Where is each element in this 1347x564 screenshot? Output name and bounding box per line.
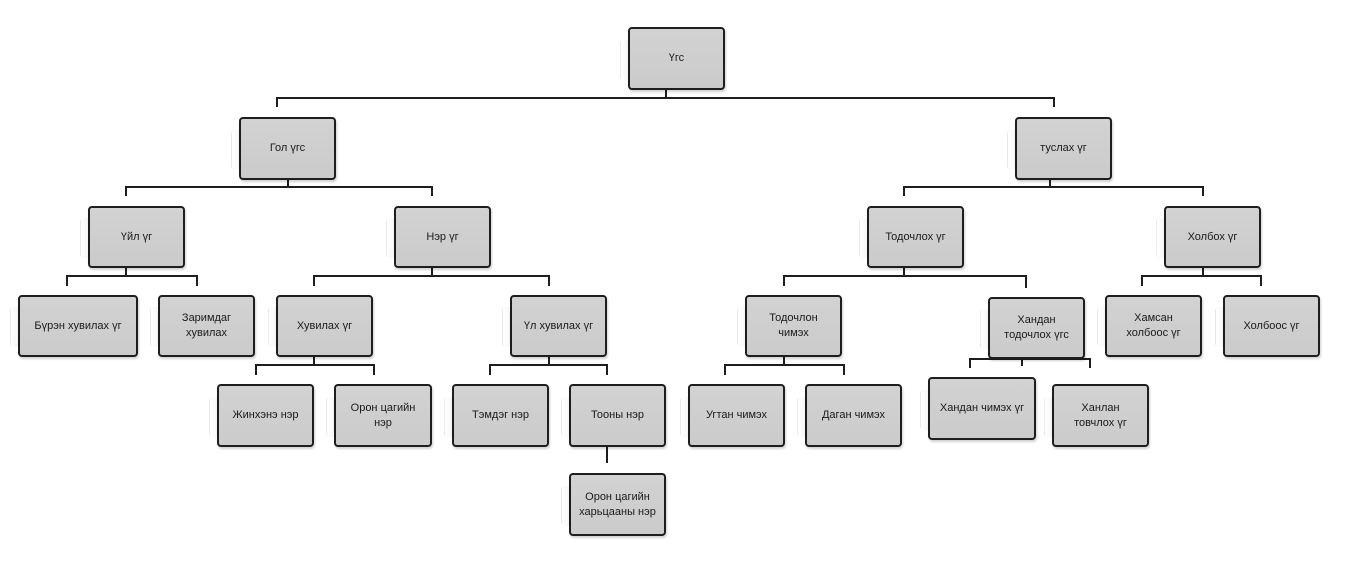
connector-auxiliary-words — [903, 179, 1204, 196]
node-numeral: Тооны нэр — [561, 384, 666, 447]
node-verb-label: Үйл үг — [120, 230, 153, 243]
node-full-inflection-label: Бүрэн хувилах үг — [34, 319, 122, 332]
node-conjunction: Холбоос үг — [1215, 295, 1320, 357]
node-partial-inflection: Зарим­даг хувилах — [150, 295, 255, 357]
node-modifier-suffix: Тодочлон чимэх — [737, 295, 842, 357]
node-proper-noun: Жинхэнэ нэр — [209, 384, 314, 447]
node-adjunct-clarifier-label: Ханлан товчлох үг — [1074, 401, 1127, 429]
node-inflecting-label: Хувилах үг — [296, 319, 353, 332]
node-auxiliary-words-label: туслах үг — [1040, 142, 1087, 154]
node-main-words: Гол үгс — [231, 117, 336, 180]
node-compound-conjunction-label: Хамсан холбоос үг — [1126, 312, 1181, 339]
node-adjective-noun: Тэмдэг нэр — [444, 384, 549, 447]
node-adjunct-clarifier: Ханлан товчлох үг — [1044, 384, 1149, 447]
node-pronoun: Орон цагийн нэр — [326, 384, 432, 447]
node-relative-pronoun: Орон цагийн харьцааны нэр — [561, 473, 666, 536]
node-compound-conjunction: Хамсан холбоос үг — [1097, 295, 1202, 357]
node-relative-pronoun-label: Орон цагийн харьцааны нэр — [579, 490, 656, 518]
connector-modifier-word — [783, 267, 1027, 288]
node-inflecting: Хувилах үг — [268, 295, 373, 357]
node-conjunction-label: Холбоос үг — [1243, 319, 1300, 332]
node-conjunction-word-label: Холбох үг — [1187, 230, 1238, 243]
connector-non-inflecting — [489, 356, 608, 375]
node-modifier-suffix-label: Тодочлон чимэх — [769, 312, 818, 339]
node-root-label: Үгс — [668, 52, 685, 64]
node-noun: Нэр үг — [386, 206, 491, 268]
connector-inflecting — [255, 356, 375, 375]
node-adjunct-particle-label: Хандан чимэх үг — [939, 402, 1025, 414]
node-proper-noun-label: Жинхэнэ нэр — [232, 409, 299, 421]
node-main-words-label: Гол үгс — [269, 142, 306, 154]
node-adjunct-modifier: Хандан тодочлох үгс — [980, 297, 1085, 359]
node-root: Үгс — [620, 27, 725, 90]
node-following-suffix: Даган чимэх — [797, 384, 902, 447]
connector-conjunction-word — [1141, 267, 1262, 286]
node-root-suffix-label: Угтан чимэх — [705, 409, 768, 421]
node-modifier-word-label: Тодочлох үг — [885, 230, 946, 243]
node-pronoun-label: Орон цагийн нэр — [350, 401, 416, 429]
connector-main-words — [125, 179, 433, 196]
connector-root — [276, 89, 1055, 107]
node-noun-label: Нэр үг — [426, 230, 459, 243]
node-numeral-label: Тооны нэр — [591, 409, 644, 421]
node-adjunct-modifier-label: Хандан тодочлох үгс — [1004, 314, 1069, 341]
node-non-inflecting-label: Үл хувилах үг — [523, 319, 594, 332]
node-modifier-word: Тодочлох үг — [859, 206, 964, 268]
node-verb: Үйл үг — [80, 206, 185, 268]
connector-verb — [66, 267, 198, 286]
node-adjunct-particle: Хандан чимэх үг — [920, 377, 1036, 440]
connector-modifier-suffix — [724, 356, 845, 375]
node-adjective-noun-label: Тэмдэг нэр — [472, 409, 529, 421]
node-partial-inflection-label: Зарим­даг хувилах — [181, 312, 232, 339]
node-root-suffix: Угтан чимэх — [680, 384, 785, 447]
node-conjunction-word: Холбох үг — [1156, 206, 1261, 268]
connector-noun — [313, 267, 550, 286]
node-following-suffix-label: Даган чимэх — [821, 409, 885, 421]
connector-adjunct-modifier — [969, 358, 1091, 368]
node-full-inflection: Бүрэн хувилах үг — [10, 295, 138, 357]
node-non-inflecting: Үл хувилах үг — [502, 295, 607, 357]
node-auxiliary-words: туслах үг — [1007, 117, 1112, 180]
